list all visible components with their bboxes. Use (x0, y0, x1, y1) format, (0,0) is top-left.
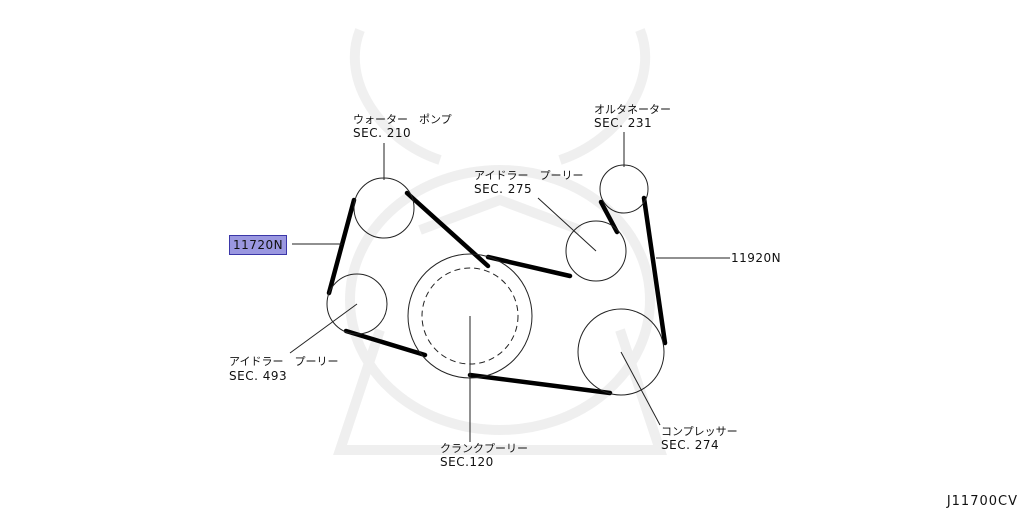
water-pump-sec[interactable]: SEC. 210 (353, 126, 412, 140)
alternator-pulley (599, 164, 649, 214)
idler-lower-sec[interactable]: SEC. 493 (229, 369, 288, 383)
idler-lower-name: アイドラー プーリー (229, 355, 339, 368)
crank-sec[interactable]: SEC.120 (440, 455, 494, 469)
leader-compressor (620, 351, 661, 426)
water-pump-name: ウォーター ポンプ (353, 113, 452, 126)
idler-upper-name: アイドラー プーリー (474, 169, 584, 182)
water-pump-pulley (353, 177, 415, 239)
compressor-name: コンプレッサー (661, 425, 738, 438)
compressor-pulley (577, 308, 665, 396)
part-number-11720n[interactable]: 11720N (229, 235, 288, 255)
alternator-sec[interactable]: SEC. 231 (594, 116, 653, 130)
part-number-11920n[interactable]: 11920N (731, 251, 782, 265)
diagram-code: J11700CV (946, 494, 1018, 509)
idler-upper-sec[interactable]: SEC. 275 (474, 182, 533, 196)
idler-pulley-upper (565, 220, 627, 282)
watermark-emblem (333, 28, 667, 455)
leader-idler-upper (537, 197, 597, 252)
leader-idler-lower (289, 303, 358, 354)
idler-pulley-lower (326, 273, 388, 335)
crank-name: クランクプーリー (440, 442, 528, 455)
alternator-name: オルタネーター (594, 103, 671, 116)
compressor-sec[interactable]: SEC. 274 (661, 438, 720, 452)
